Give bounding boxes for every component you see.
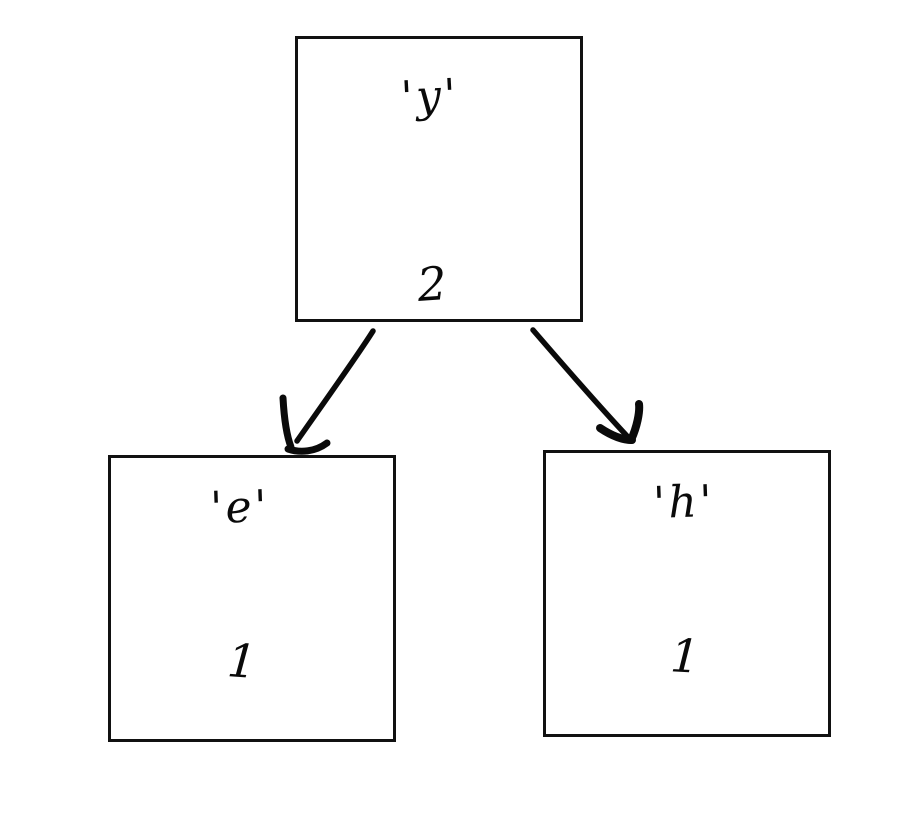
node-left-label: 'e' xyxy=(209,480,271,535)
tree-node-left-child[interactable]: 'e' 1 xyxy=(108,455,396,742)
edge-root-to-right xyxy=(530,327,644,444)
edge-root-to-right-shaft xyxy=(530,327,630,439)
edge-root-to-left-head-left xyxy=(279,394,295,451)
edge-root-to-left-head-right xyxy=(284,439,331,455)
node-root-label: 'y' xyxy=(399,69,461,124)
node-right-label: 'h' xyxy=(652,475,716,530)
node-right-value: 1 xyxy=(668,628,702,684)
node-left-value: 1 xyxy=(225,633,259,689)
edge-root-to-left-shaft xyxy=(294,328,376,444)
tree-node-root[interactable]: 'y' 2 xyxy=(295,36,583,322)
tree-node-right-child[interactable]: 'h' 1 xyxy=(543,450,831,737)
edge-root-to-left xyxy=(279,328,376,455)
node-root-value: 2 xyxy=(415,256,449,312)
edge-root-to-right-head-right xyxy=(627,400,644,444)
